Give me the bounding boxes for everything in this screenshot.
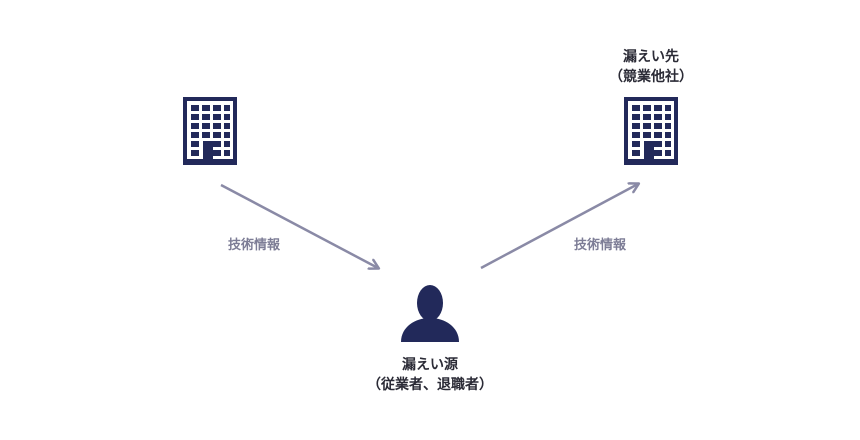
flow-label-left: 技術情報 [228,238,281,253]
flow-label-right: 技術情報 [574,238,627,253]
source-label: 漏えい源 （従業者、退職者） [355,355,505,395]
person-icon [401,285,459,342]
destination-label-line2: （競業他社） [609,69,693,85]
arrow-to-source [220,183,378,268]
source-label-line1: 漏えい源 [402,357,458,373]
arrow-to-destination [480,184,638,270]
destination-label-line1: 漏えい先 [623,49,679,65]
office-building-icon [183,97,237,165]
office-building-icon [624,97,678,165]
source-label-line2: （従業者、退職者） [367,377,493,393]
destination-label: 漏えい先 （競業他社） [601,47,701,87]
